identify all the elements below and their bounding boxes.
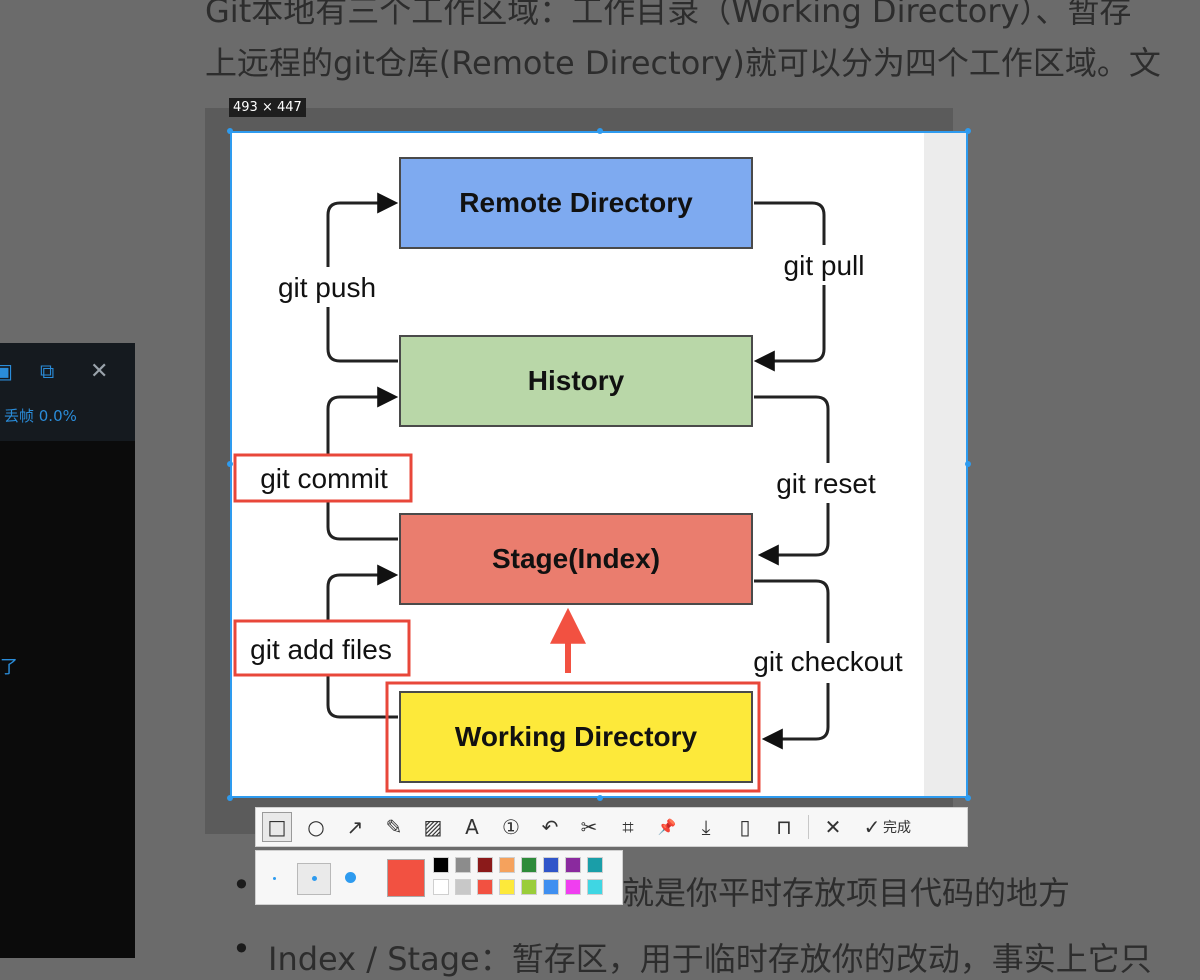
history-box-label: History — [528, 365, 625, 396]
scissors-icon: ✂ — [580, 815, 598, 839]
size-medium[interactable] — [312, 876, 317, 881]
stage-box — [399, 513, 753, 605]
save-tool[interactable]: ▯ — [730, 812, 760, 842]
current-color-swatch[interactable] — [387, 859, 425, 897]
color-swatch[interactable] — [521, 879, 537, 895]
grip-bottom-mid[interactable] — [597, 795, 603, 801]
git-push-label: git push — [278, 272, 376, 303]
recorder-panel-header — [0, 343, 135, 441]
lock-icon[interactable]: ▣ — [0, 359, 13, 383]
frame-drop-stat: 丢帧 0.0% — [4, 407, 77, 425]
color-swatch[interactable] — [477, 857, 493, 873]
cancel-button[interactable]: ✕ — [818, 812, 848, 842]
grip-right-mid[interactable] — [965, 461, 971, 467]
ellipse-tool[interactable]: ○ — [301, 812, 331, 842]
grip-bottom-right[interactable] — [965, 795, 971, 801]
history-box — [399, 335, 753, 427]
mosaic-tool[interactable]: ▨ — [418, 812, 448, 842]
pin-icon: 📌 — [657, 818, 677, 836]
arrow-icon: ↗ — [346, 815, 364, 839]
mosaic-icon: ▨ — [423, 815, 443, 839]
save-icon: ▯ — [739, 815, 751, 839]
grip-top-mid[interactable] — [597, 128, 603, 134]
bookmark-icon: ⊓ — [776, 815, 792, 839]
close-icon: ✕ — [824, 815, 842, 839]
color-swatch[interactable] — [565, 879, 581, 895]
side-text: 了 — [0, 657, 18, 678]
grip-bottom-left[interactable] — [227, 795, 233, 801]
close-icon[interactable]: ✕ — [90, 359, 109, 384]
toolbar-separator — [808, 815, 809, 839]
selection-region[interactable]: Remote Directory History Stage(Index) Wo… — [230, 131, 968, 798]
color-swatch[interactable] — [521, 857, 537, 873]
capture-toolbar: □ ○ ↗ ✎ ▨ A ① ↶ ✂ ⌗ 📌 ⤓ ▯ ⊓ ✕ ✓ 完成 — [255, 807, 968, 847]
color-swatch[interactable] — [433, 857, 449, 873]
git-workflow-diagram: Remote Directory History Stage(Index) Wo… — [233, 157, 920, 793]
rectangle-icon: □ — [267, 815, 287, 839]
doc-bullet-1: 就是你平时存放项目代码的地方 — [622, 874, 1071, 912]
check-icon: ✓ — [863, 815, 881, 839]
arrow-tool[interactable]: ↗ — [340, 812, 370, 842]
undo-tool[interactable]: ↶ — [535, 812, 565, 842]
pen-tool[interactable]: ✎ — [379, 812, 409, 842]
color-swatch[interactable] — [587, 879, 603, 895]
bullet-dot-1: • — [232, 866, 251, 904]
remote-box-label: Remote Directory — [459, 187, 693, 218]
download-icon: ⤓ — [701, 815, 711, 839]
color-swatch[interactable] — [543, 857, 559, 873]
copy-icon[interactable]: ⧉ — [40, 359, 55, 383]
color-swatch[interactable] — [543, 879, 559, 895]
undo-icon: ↶ — [541, 815, 559, 839]
git-checkout-label: git checkout — [753, 646, 903, 677]
git-reset-label: git reset — [776, 468, 876, 499]
color-swatch[interactable] — [455, 879, 471, 895]
stage-box-label: Stage(Index) — [492, 543, 660, 574]
download-tool[interactable]: ⤓ — [691, 812, 721, 842]
size-large[interactable] — [345, 872, 356, 883]
color-swatch[interactable] — [499, 857, 515, 873]
grip-top-left[interactable] — [227, 128, 233, 134]
color-swatch[interactable] — [433, 879, 449, 895]
bookmark-tool[interactable]: ⊓ — [769, 812, 799, 842]
number-tool[interactable]: ① — [496, 812, 526, 842]
recorder-panel: ▣ ⧉ ✕ 丢帧 0.0% 了 — [0, 343, 135, 958]
text-tool[interactable]: A — [457, 812, 487, 842]
color-swatch[interactable] — [565, 857, 581, 873]
selection-right-strip — [924, 133, 966, 796]
rectangle-tool[interactable]: □ — [262, 812, 292, 842]
doc-line-2: 上远程的git仓库(Remote Directory)就可以分为四个工作区域。文 — [205, 44, 1161, 82]
color-swatch[interactable] — [477, 879, 493, 895]
pen-icon: ✎ — [385, 815, 403, 839]
done-label[interactable]: 完成 — [883, 820, 911, 836]
color-swatch[interactable] — [499, 879, 515, 895]
size-small[interactable] — [273, 877, 276, 880]
text-icon: A — [465, 815, 479, 839]
color-swatch[interactable] — [455, 857, 471, 873]
working-box-label: Working Directory — [455, 721, 698, 752]
pin-tool[interactable]: 📌 — [652, 812, 682, 842]
grip-top-right[interactable] — [965, 128, 971, 134]
ellipse-icon: ○ — [307, 815, 325, 839]
working-box — [399, 691, 753, 783]
number-icon: ① — [502, 815, 520, 839]
cut-tool[interactable]: ✂ — [574, 812, 604, 842]
grip-left-mid[interactable] — [227, 461, 233, 467]
scan-icon: ⌗ — [622, 815, 634, 839]
doc-line-1: Git本地有三个工作区域：工作目录（Working Directory）、暂存 — [205, 0, 1132, 30]
git-pull-label: git pull — [784, 250, 865, 281]
ocr-tool[interactable]: ⌗ — [613, 812, 643, 842]
color-swatch[interactable] — [587, 857, 603, 873]
working-highlight — [385, 681, 761, 793]
bullet-dot-2: • — [232, 930, 251, 968]
selection-size-badge: 493 × 447 — [229, 98, 306, 117]
git-commit-label: git commit — [260, 463, 388, 494]
git-add-label: git add files — [250, 634, 392, 665]
doc-bullet-2: Index / Stage：暂存区，用于临时存放你的改动，事实上它只 — [268, 940, 1152, 978]
done-button[interactable]: ✓ — [857, 812, 887, 842]
remote-box — [399, 157, 753, 249]
